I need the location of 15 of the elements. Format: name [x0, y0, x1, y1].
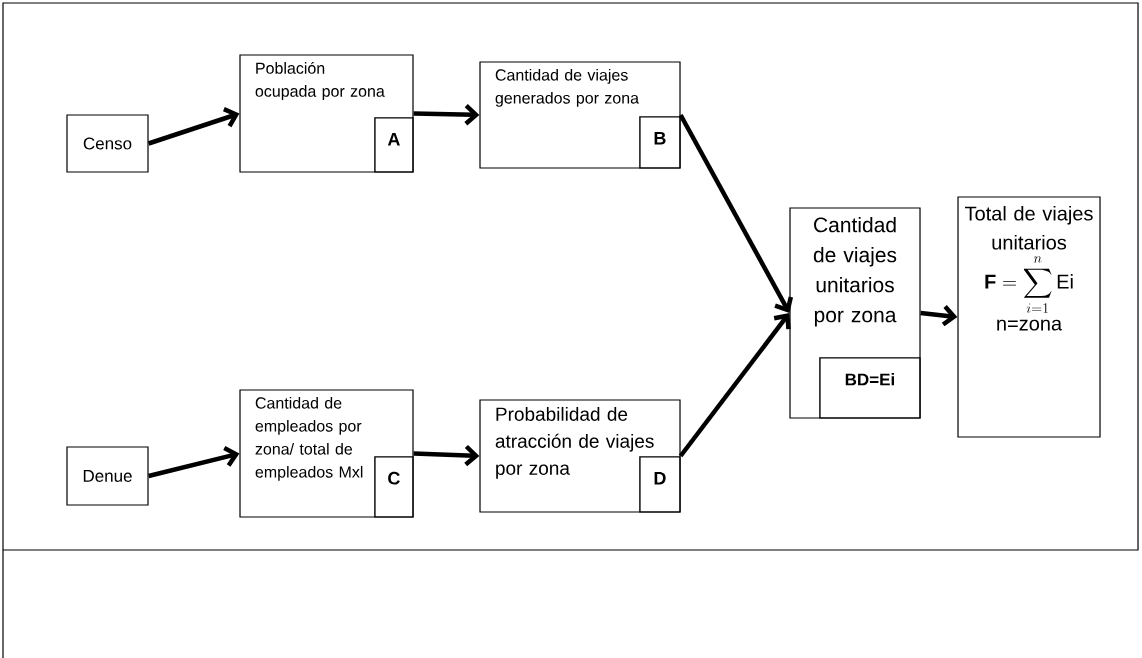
process-box: Denue [66, 446, 149, 506]
letter-box: C [374, 456, 414, 518]
letter-box: D [639, 456, 681, 513]
process-box: Total de viajes unitarios $\mathbf{F}=\sum_{i=1}^{n}\mathrm{Ei}$ n=zona [957, 196, 1101, 438]
arrow [147, 107, 240, 146]
arrow [920, 305, 958, 327]
arrow [413, 444, 480, 467]
letter-box: A [374, 117, 414, 173]
arrow [678, 313, 791, 458]
letter-box: BD=Ei [819, 357, 921, 419]
arrow [148, 446, 240, 479]
arrow [678, 113, 794, 313]
letter-box: B [639, 116, 681, 169]
arrow [413, 104, 480, 126]
process-box: Censo [66, 114, 149, 173]
